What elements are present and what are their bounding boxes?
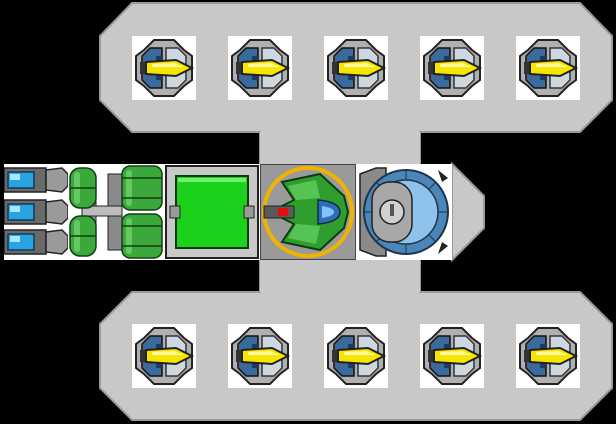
fuel-tank-icon[interactable] bbox=[68, 164, 164, 260]
top-slot-1[interactable] bbox=[132, 36, 196, 100]
reactor-icon[interactable] bbox=[356, 164, 452, 260]
bottom-slot-2[interactable] bbox=[228, 324, 292, 388]
bottom-slot-1[interactable] bbox=[132, 324, 196, 388]
blade-turret-icon bbox=[327, 327, 385, 385]
shield-generator-icon[interactable] bbox=[164, 164, 260, 260]
blade-turret-icon bbox=[423, 327, 481, 385]
bottom-slot-4[interactable] bbox=[420, 324, 484, 388]
blade-turret-icon bbox=[519, 327, 577, 385]
top-slot-3[interactable] bbox=[324, 36, 388, 100]
blade-turret-icon bbox=[231, 327, 289, 385]
top-slot-2[interactable] bbox=[228, 36, 292, 100]
bottom-slot-3[interactable] bbox=[324, 324, 388, 388]
bottom-slot-5[interactable] bbox=[516, 324, 580, 388]
thruster-icon[interactable] bbox=[4, 164, 68, 260]
blade-turret-icon bbox=[135, 39, 193, 97]
blade-turret-icon bbox=[423, 39, 481, 97]
top-slot-5[interactable] bbox=[516, 36, 580, 100]
blade-turret-icon bbox=[135, 327, 193, 385]
cockpit-icon[interactable] bbox=[260, 164, 356, 260]
blade-turret-icon bbox=[519, 39, 577, 97]
blade-turret-icon bbox=[327, 39, 385, 97]
top-slot-4[interactable] bbox=[420, 36, 484, 100]
blade-turret-icon bbox=[231, 39, 289, 97]
